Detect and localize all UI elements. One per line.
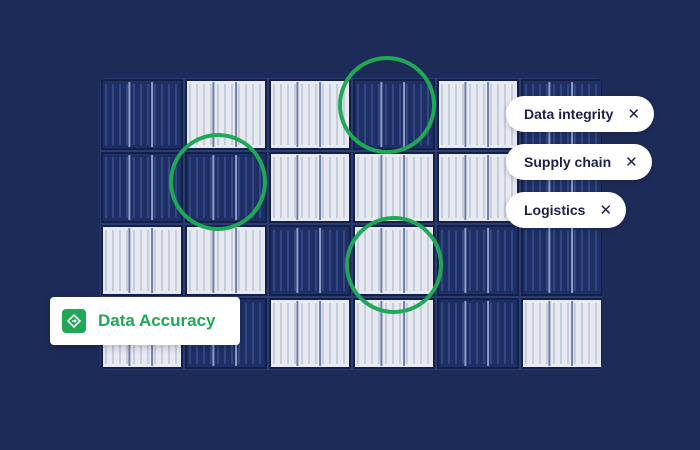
tag-logistics[interactable]: Logistics ✕	[506, 192, 627, 228]
highlight-circle-left	[169, 133, 267, 231]
container-frame	[437, 152, 519, 223]
diamond-arrow-icon	[62, 309, 86, 333]
container-frame	[269, 152, 351, 223]
tag-label: Supply chain	[524, 154, 612, 170]
badge-label: Data Accuracy	[98, 311, 216, 330]
containers-grid	[101, 79, 602, 369]
close-icon[interactable]: ✕	[625, 153, 638, 171]
tag-label: Data integrity	[524, 106, 614, 122]
tag-label: Logistics	[524, 202, 586, 218]
highlight-circle-center	[345, 216, 443, 314]
tag-supply-chain[interactable]: Supply chain ✕	[506, 144, 652, 180]
container-frame	[101, 225, 183, 296]
close-icon[interactable]: ✕	[627, 105, 641, 123]
container-frame	[437, 298, 519, 369]
container-frame	[101, 79, 183, 150]
highlight-circle-top	[338, 56, 436, 154]
tag-data-integrity[interactable]: Data integrity ✕	[506, 96, 655, 132]
container-frame	[521, 298, 602, 369]
container-frame	[269, 298, 351, 369]
close-icon[interactable]: ✕	[599, 201, 613, 219]
data-accuracy-badge: Data Accuracy	[50, 297, 240, 345]
